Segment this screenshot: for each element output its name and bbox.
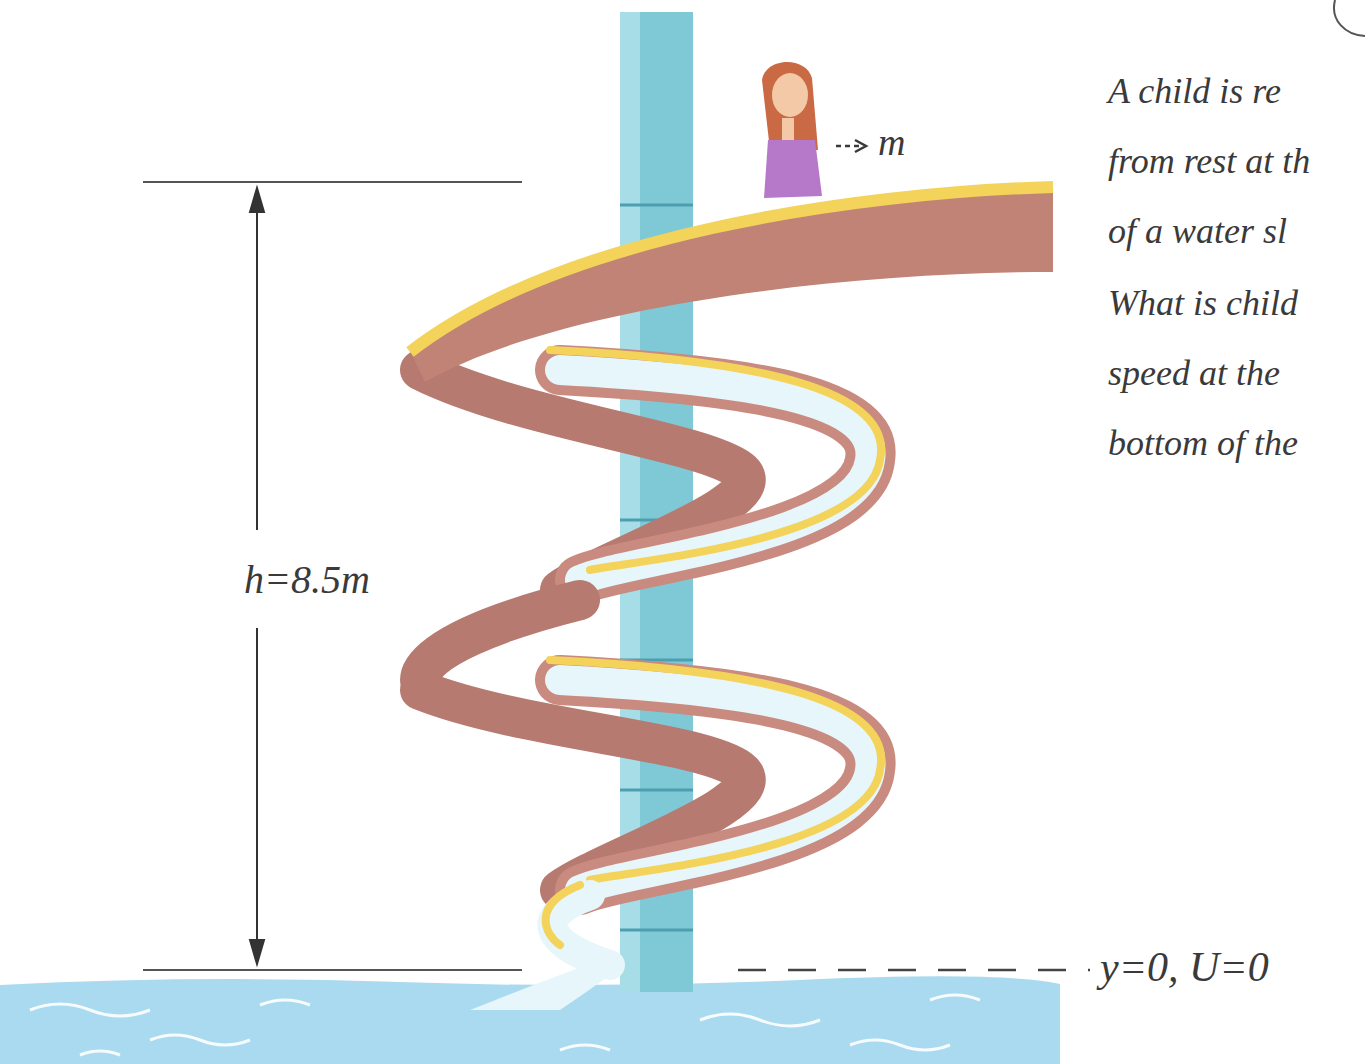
height-label: h=8.5m — [240, 556, 374, 604]
slide — [420, 350, 881, 965]
mass-label: m — [878, 122, 905, 164]
datum-label: y=0, U=0 — [1100, 944, 1269, 990]
reference-lines — [143, 182, 522, 970]
problem-text-line: bottom of the — [1108, 424, 1298, 464]
child — [762, 62, 822, 198]
problem-text-line: What is child — [1108, 284, 1298, 324]
mass-pointer — [836, 140, 866, 152]
water-outflow — [470, 960, 620, 1010]
corner-mark — [1334, 0, 1365, 36]
problem-text-line: from rest at th — [1108, 142, 1310, 182]
problem-text-line: of a water sl — [1108, 212, 1287, 252]
problem-text-line: speed at the — [1108, 354, 1280, 394]
slide-top-rim — [410, 187, 1053, 352]
datum-line — [738, 969, 1090, 972]
problem-text-line: A child is re — [1108, 72, 1281, 112]
